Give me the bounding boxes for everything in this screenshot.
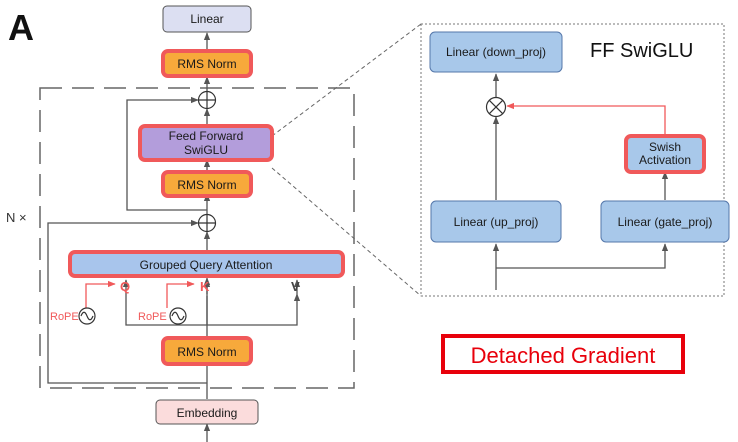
zoom-line-top bbox=[271, 23, 422, 137]
rms-norm-mid-block: RMS Norm bbox=[161, 170, 253, 198]
zoom-line-bottom bbox=[271, 167, 422, 297]
linear-output-label: Linear bbox=[190, 12, 223, 26]
rope-wave-icon-2 bbox=[169, 307, 187, 325]
swish-label-line1: Swish bbox=[649, 140, 681, 154]
swiglu-arrows bbox=[492, 73, 669, 290]
rms-norm-bottom-block: RMS Norm bbox=[161, 336, 253, 366]
panel-label: A bbox=[8, 7, 34, 48]
swiglu-panel-outline bbox=[420, 23, 725, 297]
multiply-circle bbox=[485, 96, 507, 118]
feed-forward-label-line1: Feed Forward bbox=[169, 129, 244, 143]
rms-norm-mid-label: RMS Norm bbox=[177, 178, 236, 192]
up-proj-label: Linear (up_proj) bbox=[454, 215, 539, 229]
down-proj-label: Linear (down_proj) bbox=[446, 45, 546, 59]
attention-label: Grouped Query Attention bbox=[140, 258, 273, 272]
q-label: Q bbox=[120, 279, 130, 294]
embedding-label: Embedding bbox=[177, 406, 238, 420]
attention-block: Grouped Query Attention bbox=[68, 250, 345, 278]
gate-proj-block: Linear (gate_proj) bbox=[600, 200, 730, 243]
gate-proj-label: Linear (gate_proj) bbox=[618, 215, 713, 229]
rms-norm-top-block: RMS Norm bbox=[161, 49, 253, 78]
rms-norm-bottom-label: RMS Norm bbox=[177, 345, 236, 359]
rope-arrows bbox=[85, 280, 195, 308]
up-proj-block: Linear (up_proj) bbox=[430, 200, 562, 243]
v-label: V bbox=[291, 279, 300, 294]
down-proj-block: Linear (down_proj) bbox=[429, 31, 563, 73]
swish-activation-block: Swish Activation bbox=[624, 134, 706, 174]
rope-wave-icon-1 bbox=[78, 307, 96, 325]
add-circle-bottom bbox=[197, 213, 217, 233]
main-flow-arrows bbox=[47, 32, 301, 442]
feed-forward-label-line2: SwiGLU bbox=[184, 143, 228, 157]
linear-output-block: Linear bbox=[162, 5, 252, 33]
rope-label-1: RoPE bbox=[50, 311, 79, 323]
embedding-block: Embedding bbox=[155, 399, 259, 425]
swish-label-line2: Activation bbox=[639, 153, 691, 167]
rope-label-2: RoPE bbox=[138, 311, 167, 323]
k-label: K bbox=[200, 279, 210, 294]
rms-norm-top-label: RMS Norm bbox=[177, 57, 236, 71]
feed-forward-block: Feed Forward SwiGLU bbox=[138, 124, 274, 162]
swiglu-title: FF SwiGLU bbox=[590, 40, 693, 62]
repeat-label: N × bbox=[6, 210, 27, 225]
add-circle-top bbox=[197, 90, 217, 110]
detached-gradient-label: Detached Gradient bbox=[471, 343, 656, 368]
swish-to-multiply-arrow bbox=[506, 102, 666, 136]
detached-gradient-legend: Detached Gradient bbox=[441, 334, 685, 374]
